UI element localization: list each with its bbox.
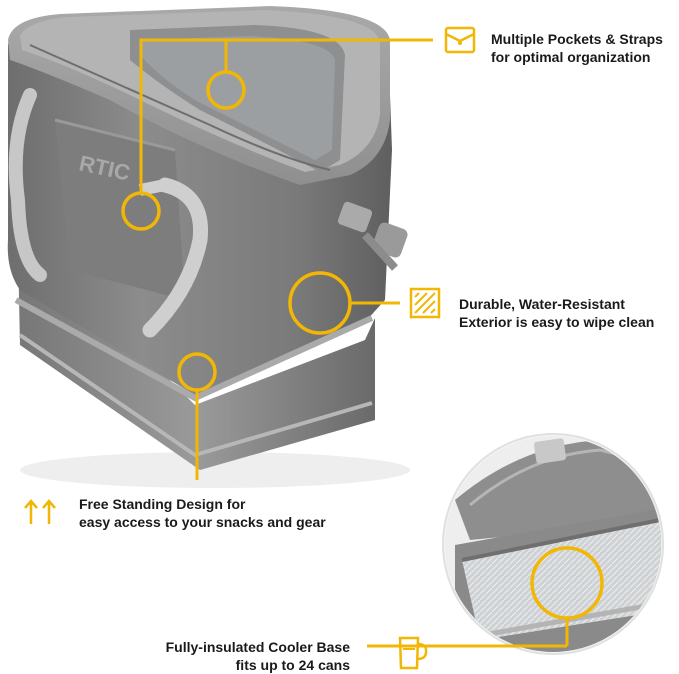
cup-icon	[398, 636, 428, 670]
arrows-up-icon	[24, 499, 56, 524]
feature-standing-text: Free Standing Design for easy access to …	[79, 496, 326, 530]
callout-durable	[288, 271, 400, 335]
feature-pockets-text: Multiple Pockets & Straps for optimal or…	[491, 31, 663, 65]
texture-icon	[409, 287, 441, 319]
pocket-icon	[444, 26, 476, 54]
callout-pockets	[121, 38, 433, 231]
feature-cooler-text: Fully-insulated Cooler Base fits up to 2…	[165, 639, 350, 673]
cooler-detail	[367, 433, 664, 655]
tote-bag: RTIC	[7, 6, 410, 488]
feature-durable-text: Durable, Water-Resistant Exterior is eas…	[459, 296, 655, 330]
callout-standing	[177, 352, 217, 480]
